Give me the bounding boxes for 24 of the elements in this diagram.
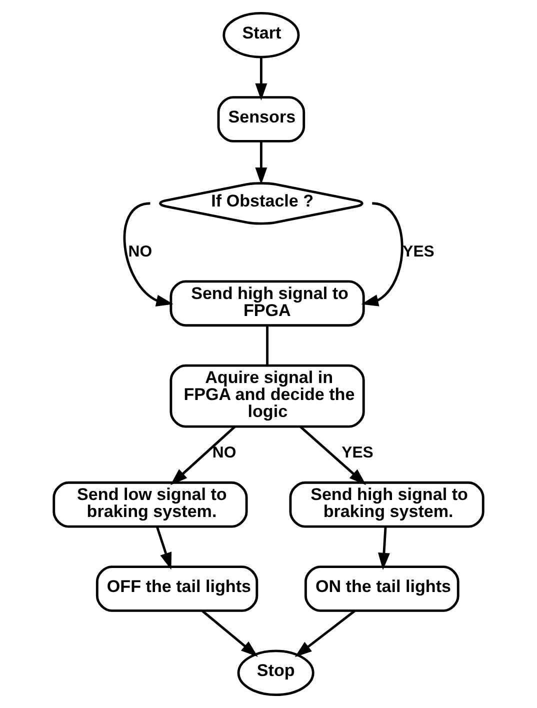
node-ellipse: Start bbox=[222, 12, 300, 58]
arrow bbox=[299, 426, 366, 486]
edge-label: YES bbox=[342, 444, 374, 462]
node-box: ON the tail lights bbox=[304, 566, 460, 612]
node-box: OFF the tail lights bbox=[96, 566, 258, 612]
arrow bbox=[123, 202, 174, 307]
node-box: Aquire signal in FPGA and decide the logic bbox=[170, 364, 365, 428]
edge-label: NO bbox=[128, 243, 152, 260]
arrow bbox=[255, 57, 268, 100]
arrow bbox=[255, 142, 268, 185]
edge-label: NO bbox=[212, 444, 236, 462]
edge-label: YES bbox=[402, 243, 434, 260]
connector bbox=[266, 326, 268, 366]
node-ellipse: Stop bbox=[237, 650, 314, 696]
arrow bbox=[156, 526, 172, 570]
node-box: Sensors bbox=[217, 96, 306, 142]
arrow bbox=[170, 426, 236, 486]
node-box: Send high signal to braking system. bbox=[289, 481, 484, 528]
node-box: Send high signal to FPGA bbox=[170, 280, 365, 327]
arrow bbox=[378, 526, 390, 570]
arrow bbox=[294, 610, 356, 658]
arrow bbox=[361, 202, 404, 306]
arrow bbox=[202, 610, 258, 657]
node-box: Send low signal to braking system. bbox=[52, 481, 248, 528]
